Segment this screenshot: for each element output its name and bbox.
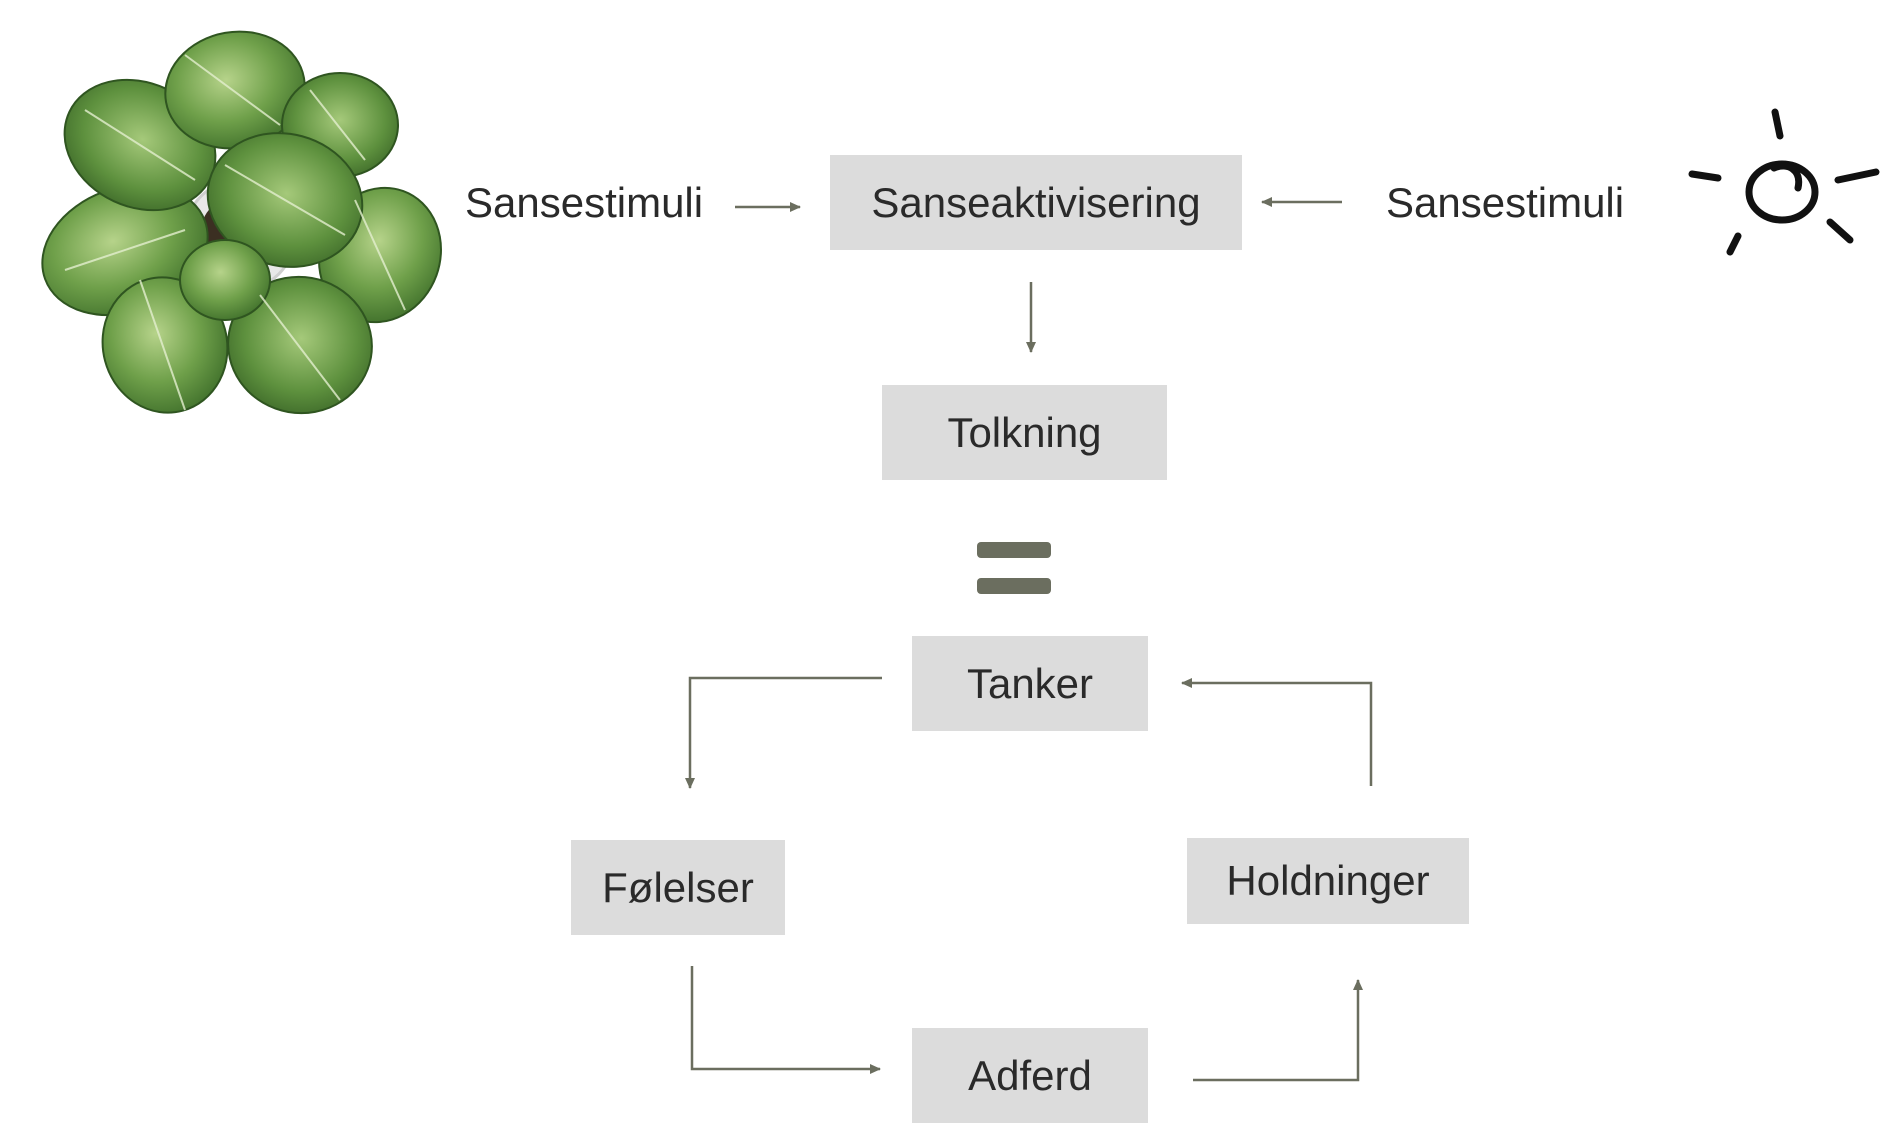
thoughts-label: Tanker [966, 659, 1094, 707]
behavior-box: Adferd [912, 1028, 1148, 1123]
feelings-label: Følelser [602, 863, 754, 911]
sensory-stimulus-left-label: Sansestimuli [465, 179, 704, 226]
attitudes-label: Holdninger [1226, 857, 1430, 904]
sensory-activation-label: Sanseaktivisering [871, 178, 1201, 226]
feelings-box: Følelser [571, 840, 785, 935]
plant-icon [41, 30, 442, 415]
attitudes-box: Holdninger [1187, 838, 1469, 924]
sensory-stimulus-right-label: Sansestimuli [1386, 179, 1625, 226]
arrow-feelings-to-behavior [690, 966, 881, 1074]
equals-icon [977, 542, 1051, 594]
arrow-behavior-to-attitudes [1193, 979, 1363, 1082]
arrow-attitudes-to-thoughts [1181, 678, 1373, 786]
interpretation-box: Tolkning [882, 385, 1167, 480]
arrow-thoughts-to-feelings [685, 676, 882, 789]
behavior-label: Adferd [968, 1051, 1092, 1099]
interpretation-label: Tolkning [947, 408, 1102, 456]
sensory-activation-box: Sanseaktivisering [830, 155, 1242, 250]
sun-sketch-icon [1688, 108, 1880, 256]
thoughts-box: Tanker [912, 636, 1148, 731]
